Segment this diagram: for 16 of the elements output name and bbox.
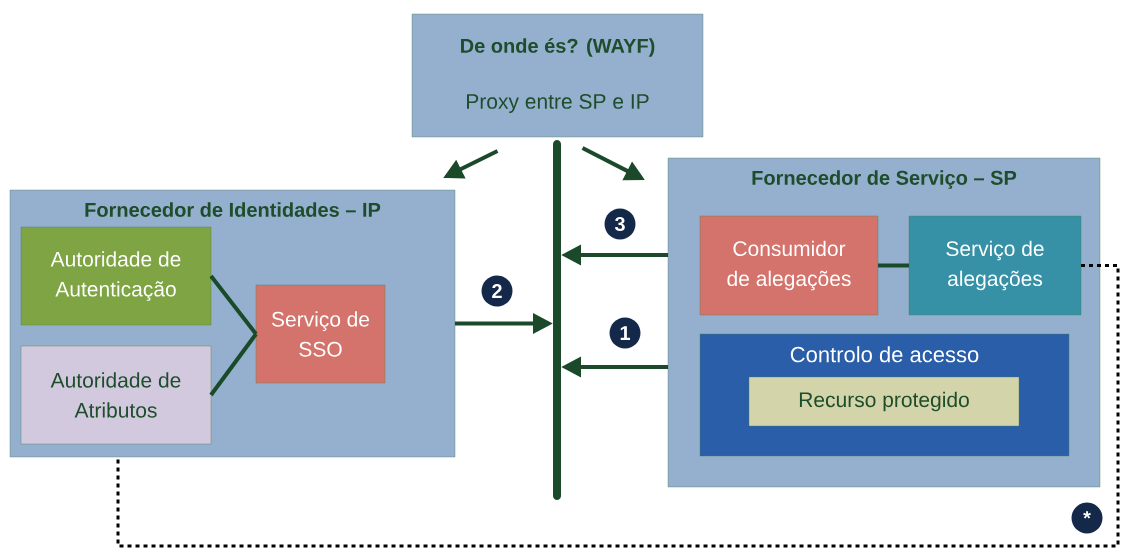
process-box: Autoridade de Autenticação (20, 226, 212, 326)
connector (878, 263, 909, 268)
callout-number: 3 (604, 208, 636, 240)
callout-number: 1 (609, 317, 641, 349)
connector (116, 264, 1120, 548)
process-box: Serviço de alegações (908, 215, 1082, 316)
callout-number: 2 (481, 275, 513, 307)
proxy-box: De onde és? (WAYF) Proxy entre SP e IP (411, 13, 704, 138)
connector (209, 274, 258, 336)
connector (209, 332, 258, 397)
bus-bar (553, 140, 561, 500)
process-box: Serviço de SSO (255, 284, 386, 384)
process-box: Autoridade de Atributos (20, 345, 212, 445)
resource-box: Recurso protegido (748, 376, 1020, 427)
callout-number: * (1071, 502, 1103, 534)
process-box: Consumidor de alegações (699, 215, 879, 316)
